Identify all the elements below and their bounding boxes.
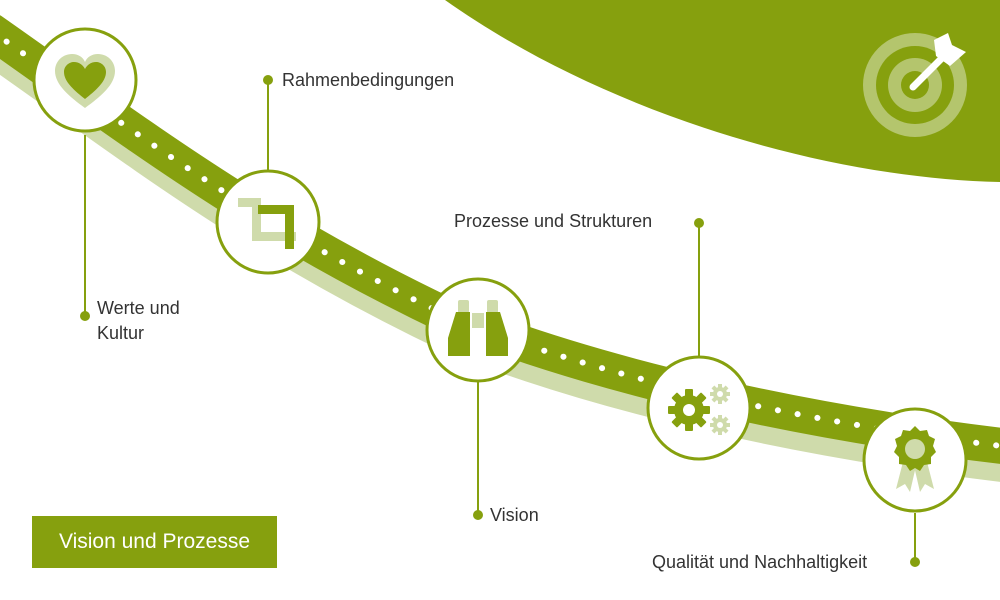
binoculars-icon (448, 300, 508, 356)
step-node-vision (425, 277, 531, 383)
step-node-rahmenbedingungen (215, 169, 321, 275)
award-ribbon-icon (894, 426, 936, 492)
label-prozesse-und-strukturen: Prozesse und Strukturen (454, 211, 653, 231)
label-werte-und-kultur: Werte und Kultur (97, 298, 180, 343)
label-rahmenbedingungen: Rahmenbedingungen (282, 70, 455, 90)
heart-icon (55, 54, 115, 108)
connectors (80, 75, 920, 567)
target-arrow-icon (863, 33, 967, 137)
label-qualitaet-und-nachhaltigkeit: Qualität und Nachhaltigkeit (652, 552, 868, 572)
title-badge: Vision und Prozesse (32, 516, 277, 568)
step-node-qualitaet-und-nachhaltigkeit (862, 407, 968, 513)
corner-shape (445, 0, 1000, 182)
gears-icon (668, 384, 730, 435)
step-node-werte-und-kultur (32, 27, 138, 133)
label-vision: Vision (490, 505, 539, 525)
crop-icon (238, 198, 296, 249)
step-node-prozesse-und-strukturen (646, 355, 752, 461)
